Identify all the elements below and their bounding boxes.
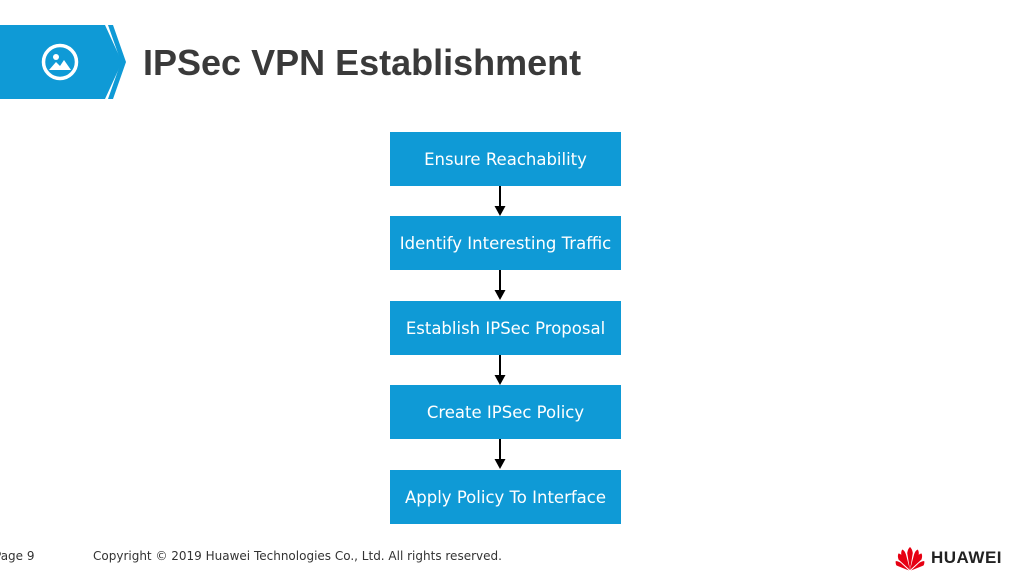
arrow-down-icon	[494, 439, 506, 469]
flow-step-3: Establish IPSec Proposal	[390, 301, 621, 355]
arrow-down-icon	[494, 355, 506, 385]
page-number: Page 9	[0, 549, 35, 563]
arrow-down-icon	[494, 186, 506, 216]
huawei-logo-icon	[895, 547, 925, 571]
title-badge-shape	[0, 25, 126, 99]
title-badge	[0, 25, 126, 99]
flow-step-4: Create IPSec Policy	[390, 385, 621, 439]
page-title: IPSec VPN Establishment	[143, 42, 582, 83]
flow-step-2: Identify Interesting Traffic	[390, 216, 621, 270]
brand-name: HUAWEI	[931, 548, 1002, 567]
copyright-text: Copyright © 2019 Huawei Technologies Co.…	[93, 549, 502, 563]
brand-logo: HUAWEI	[895, 544, 1002, 572]
image-icon	[41, 43, 79, 81]
flow-step-1: Ensure Reachability	[390, 132, 621, 186]
arrow-down-icon	[494, 270, 506, 300]
flow-step-5: Apply Policy To Interface	[390, 470, 621, 524]
